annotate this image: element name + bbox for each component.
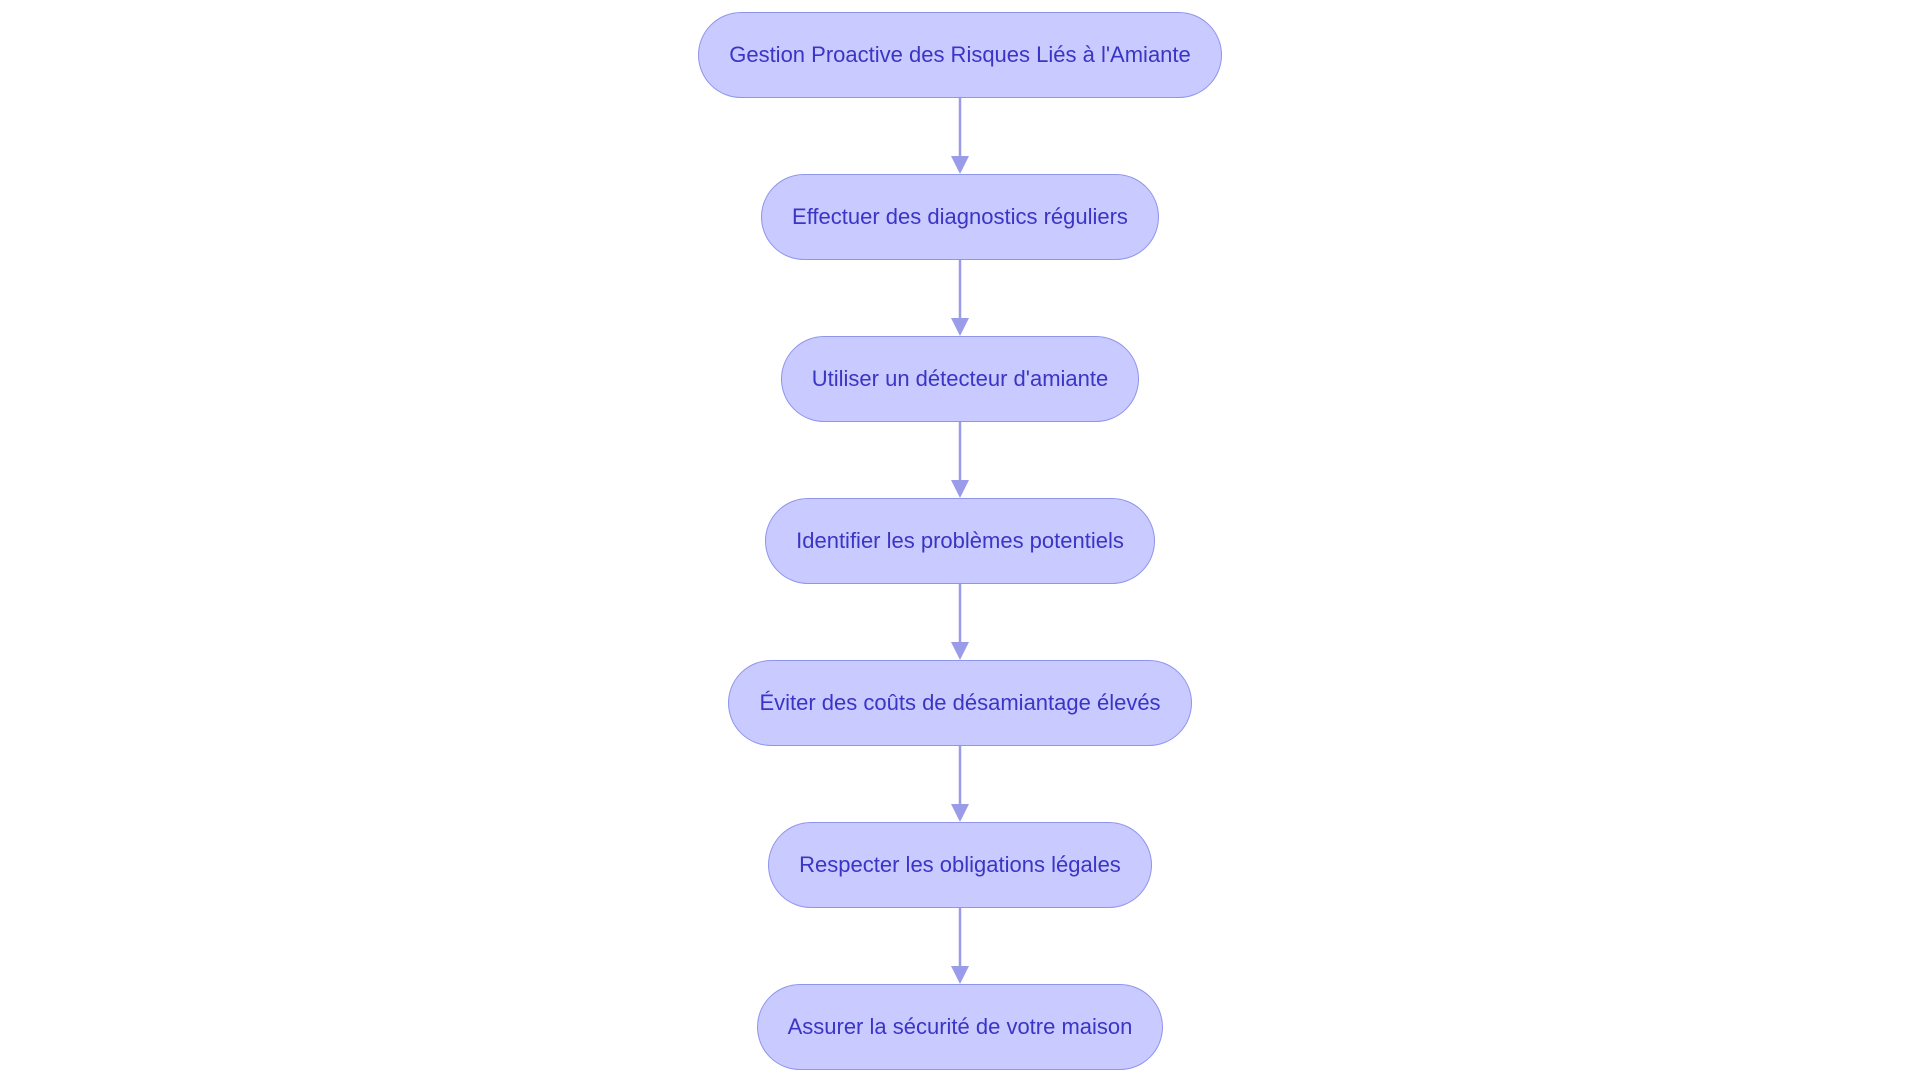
flowchart: Gestion Proactive des Risques Liés à l'A… [0, 12, 1920, 1070]
connector-arrow [951, 422, 969, 498]
flow-node-identify-problems: Identifier les problèmes potentiels [765, 498, 1155, 584]
flow-node-detector: Utiliser un détecteur d'amiante [780, 336, 1140, 422]
flow-node-legal-obligations: Respecter les obligations légales [768, 822, 1152, 908]
connector-arrow [951, 746, 969, 822]
connector-arrow [951, 98, 969, 174]
connector-arrow [951, 260, 969, 336]
flow-node-start: Gestion Proactive des Risques Liés à l'A… [698, 12, 1222, 98]
flow-node-avoid-costs: Éviter des coûts de désamiantage élevés [728, 660, 1192, 746]
connector-arrow [951, 908, 969, 984]
connector-arrow [951, 584, 969, 660]
flow-node-diagnostics: Effectuer des diagnostics réguliers [761, 174, 1159, 260]
flow-node-home-safety: Assurer la sécurité de votre maison [756, 984, 1164, 1070]
